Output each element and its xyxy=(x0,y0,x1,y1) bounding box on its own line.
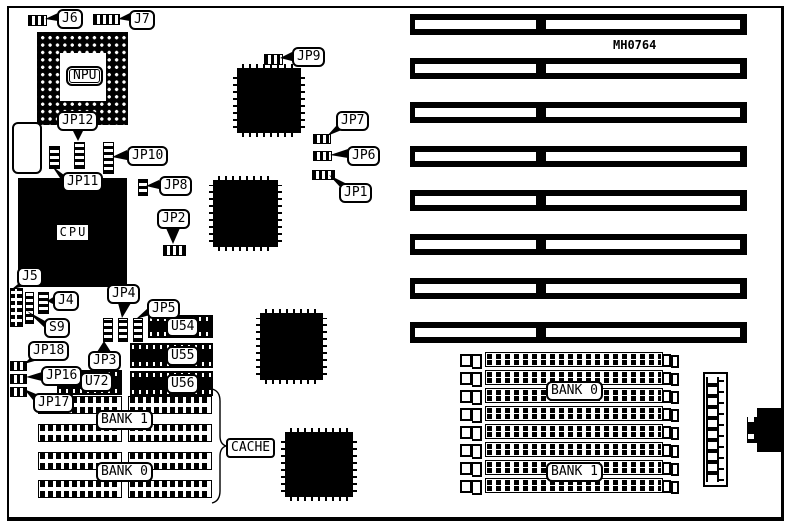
callout-jp12: JP12 xyxy=(57,111,99,131)
callout-jp3: JP3 xyxy=(88,351,122,371)
right-edge-connector xyxy=(747,408,782,452)
callout-jp2: JP2 xyxy=(157,209,191,229)
callout-jp1: JP1 xyxy=(339,183,373,203)
dram-chip xyxy=(38,480,122,498)
callout-simm-bank0: BANK 0 xyxy=(546,381,603,401)
jumper-jp3 xyxy=(103,318,113,342)
jumper-j6 xyxy=(28,15,47,26)
callout-j5: J5 xyxy=(17,267,43,287)
callout-jp18: JP18 xyxy=(28,341,70,361)
jumper-jp7 xyxy=(313,134,331,144)
callout-cache: CACHE xyxy=(226,438,276,458)
isa-slot-group xyxy=(410,14,747,343)
leader-s9 xyxy=(27,311,45,328)
jumper-jp10 xyxy=(103,142,114,174)
simm-socket xyxy=(460,352,685,369)
callout-jp6: JP6 xyxy=(347,146,381,166)
isa-slot xyxy=(410,58,747,79)
jumper-jp5 xyxy=(133,318,143,342)
vertical-connector xyxy=(703,372,728,487)
callout-npu: NPU xyxy=(66,66,104,86)
callout-j4: J4 xyxy=(53,291,79,311)
isa-slot xyxy=(410,14,747,35)
callout-jp7: JP7 xyxy=(336,111,370,131)
simm-socket xyxy=(460,478,685,495)
simm-socket xyxy=(460,442,685,459)
leader-jp8 xyxy=(146,180,159,189)
board-outline xyxy=(7,6,784,521)
jumper-jp4 xyxy=(118,318,128,342)
leader-jp9 xyxy=(280,52,292,61)
callout-jp17: JP17 xyxy=(33,393,75,413)
callout-jp4: JP4 xyxy=(107,284,141,304)
callout-jp11: JP11 xyxy=(62,172,104,192)
jumper-jp8 xyxy=(138,179,148,196)
callout-u55: U55 xyxy=(166,346,200,366)
isa-slot xyxy=(410,102,747,123)
leader-jp11 xyxy=(52,166,64,184)
jumper-jp12 xyxy=(74,142,85,169)
leader-jp6 xyxy=(330,149,348,158)
left-edge-connector xyxy=(12,122,42,174)
callout-jp9: JP9 xyxy=(292,47,326,67)
callout-j7: J7 xyxy=(129,10,155,30)
model-number: MH0764 xyxy=(613,38,657,52)
leader-jp16 xyxy=(26,372,42,381)
leader-jp3 xyxy=(97,341,111,352)
qfp-chip-3 xyxy=(256,309,327,384)
jumper-j7 xyxy=(93,14,120,25)
jumper-jp2 xyxy=(163,245,186,256)
simm-socket xyxy=(460,406,685,423)
qfp-chip-2 xyxy=(209,176,282,251)
jumper-jp16 xyxy=(10,374,27,384)
callout-u56: U56 xyxy=(166,374,200,394)
simm-socket-group xyxy=(460,352,685,495)
leader-jp2 xyxy=(166,228,180,244)
isa-slot xyxy=(410,278,747,299)
dram-chip xyxy=(128,396,212,414)
callout-j6: J6 xyxy=(57,9,83,29)
dram-column-right xyxy=(128,396,212,498)
cache-brace xyxy=(211,388,229,504)
callout-simm-bank1: BANK 1 xyxy=(546,462,603,482)
leader-jp4 xyxy=(118,303,131,318)
qfp-chip-1 xyxy=(233,64,305,137)
jumper-s9 xyxy=(25,292,34,324)
simm-socket xyxy=(460,424,685,441)
jumper-jp6 xyxy=(313,151,332,161)
isa-slot xyxy=(410,146,747,167)
leader-j6 xyxy=(45,13,58,21)
callout-s9: S9 xyxy=(44,318,70,338)
callout-dram-bank0: BANK 0 xyxy=(96,462,153,482)
callout-jp5: JP5 xyxy=(147,299,181,319)
isa-slot xyxy=(410,190,747,211)
isa-slot xyxy=(410,234,747,255)
leader-jp12 xyxy=(72,129,84,141)
simm-socket xyxy=(460,370,685,387)
qfp-chip-4 xyxy=(281,428,357,501)
isa-slot xyxy=(410,322,747,343)
leader-jp10 xyxy=(112,150,127,160)
leader-j7 xyxy=(118,13,130,21)
jumper-jp18 xyxy=(10,361,27,371)
callout-jp8: JP8 xyxy=(159,176,193,196)
callout-u72: U72 xyxy=(80,372,114,392)
dram-chip xyxy=(128,480,212,498)
jumper-j5 xyxy=(10,288,23,327)
callout-jp16: JP16 xyxy=(41,366,83,386)
callout-dram-bank1: BANK 1 xyxy=(96,410,153,430)
callout-u54: U54 xyxy=(166,317,200,337)
jumper-jp1 xyxy=(312,170,335,180)
callout-jp10: JP10 xyxy=(127,146,169,166)
jumper-j4 xyxy=(38,292,49,314)
cpu-label: CPU xyxy=(56,225,89,240)
jumper-jp9 xyxy=(264,54,283,65)
